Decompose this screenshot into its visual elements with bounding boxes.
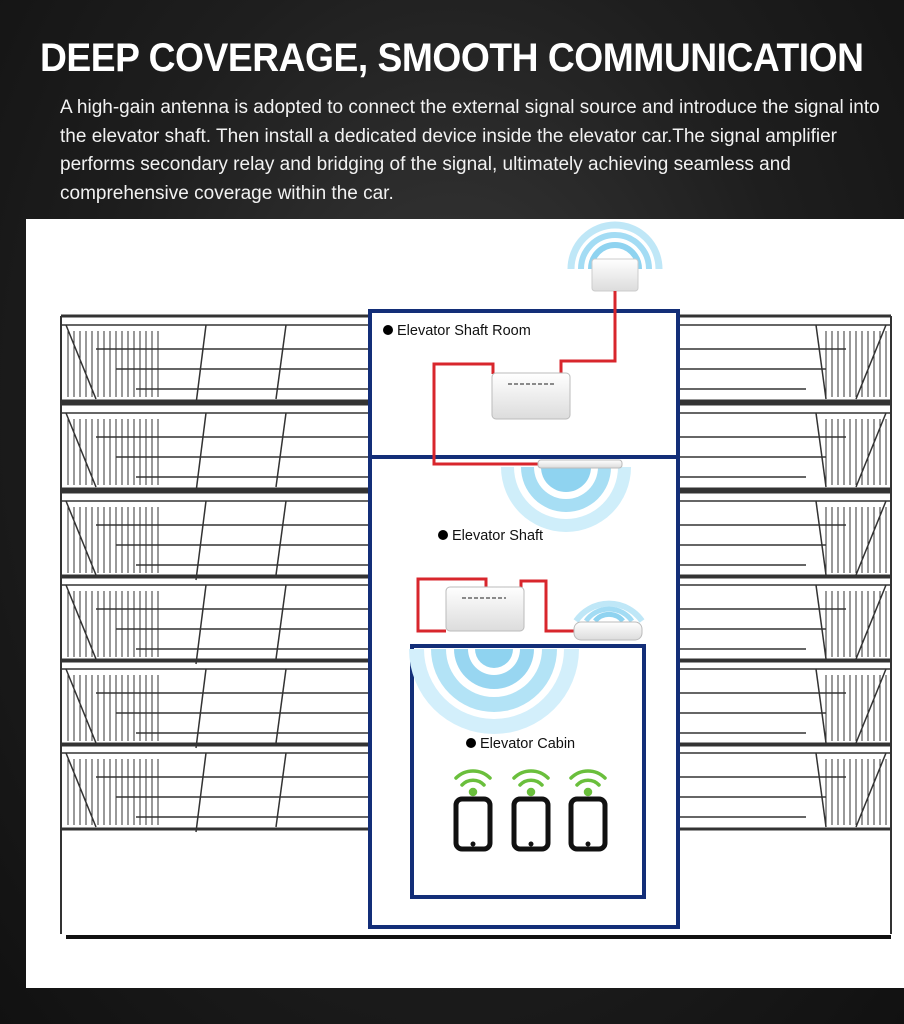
building-right: [676, 314, 893, 934]
coax-cables: [416, 291, 617, 633]
cabin-amplifier-icon: [445, 586, 525, 632]
shaft-antenna-icon: [501, 459, 631, 532]
description-text: A high-gain antenna is adopted to connec…: [60, 97, 880, 204]
shaft-frame: [368, 309, 680, 929]
cabin-signal-waves: [409, 649, 579, 734]
label-cabin: Elevator Cabin: [466, 736, 575, 752]
label-shaft-room: Elevator Shaft Room: [383, 323, 531, 339]
page-title: DEEP COVERAGE, SMOOTH COMMUNICATION: [40, 36, 864, 80]
bullet-dot: [438, 530, 448, 540]
building-left: [59, 314, 370, 934]
wifi-icon: [454, 769, 492, 797]
label-shaft-text: Elevator Shaft: [452, 528, 544, 544]
outdoor-antenna-icon: [567, 221, 663, 292]
phone-group: [453, 769, 605, 852]
signal-amplifier-icon: [491, 372, 571, 420]
diagram-panel: Elevator Shaft Room Elevator Shaft Eleva…: [26, 219, 904, 988]
smartphone-icon: [453, 769, 493, 852]
label-shaft-room-text: Elevator Shaft Room: [397, 323, 531, 339]
elevator-diagram: [59, 221, 893, 939]
bullet-dot: [383, 325, 393, 335]
label-shaft: Elevator Shaft: [438, 528, 543, 544]
bullet-dot: [466, 738, 476, 748]
label-cabin-text: Elevator Cabin: [480, 736, 576, 752]
ceiling-antenna-icon: [573, 600, 645, 641]
